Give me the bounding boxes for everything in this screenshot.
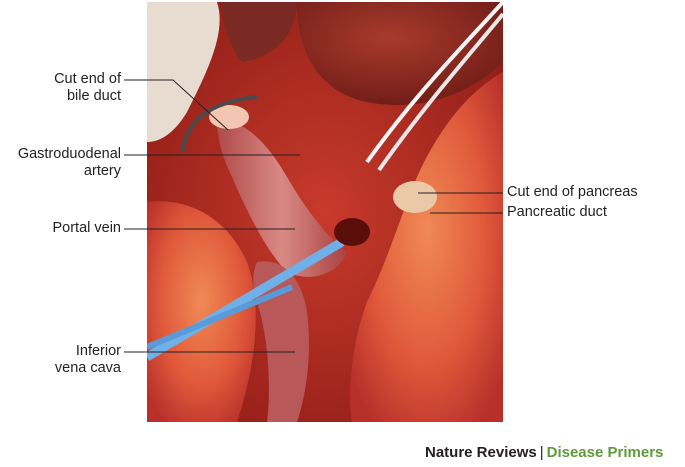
- liver-left-lobe: [222, 2, 297, 62]
- label-line: artery: [83, 163, 121, 179]
- white-catheter-2: [377, 12, 503, 172]
- label-line: bile duct: [66, 88, 121, 104]
- liver-region: [297, 2, 503, 106]
- label-cut-end-pancreas: Cut end of pancreas: [507, 184, 638, 200]
- label-pancreatic-duct: Pancreatic duct: [507, 204, 607, 220]
- label-line: vena cava: [54, 360, 121, 376]
- footer-separator: |: [539, 444, 544, 461]
- label-line: Inferior: [75, 343, 121, 359]
- vena-cava-shape: [253, 261, 309, 422]
- pancreas-region: [350, 72, 503, 422]
- label-cut-end-bile-duct: Cut end of bile duct: [0, 71, 121, 105]
- blue-vessel-loop-1: [147, 238, 345, 361]
- label-portal-vein: Portal vein: [0, 220, 121, 237]
- journal-name: Nature Reviews: [425, 444, 537, 461]
- surgical-photo: [147, 2, 503, 422]
- series-name: Disease Primers: [546, 444, 664, 461]
- pancreas-stump: [393, 181, 437, 213]
- portal-vein-shape: [217, 121, 347, 277]
- blue-vessel-loop-2: [147, 284, 294, 350]
- left-fat-region: [147, 201, 256, 422]
- label-line: Gastroduodenal: [17, 146, 121, 162]
- footer-credit: Nature Reviews|Disease Primers: [425, 444, 663, 461]
- surgical-photo-illustration: [147, 2, 503, 422]
- label-line: Cut end of: [54, 71, 121, 87]
- label-gastroduodenal-artery: Gastroduodenal artery: [0, 146, 121, 180]
- label-line: Portal vein: [52, 220, 121, 236]
- label-inferior-vena-cava: Inferior vena cava: [0, 343, 121, 377]
- shadow-cavity: [334, 218, 370, 246]
- white-catheter-1: [365, 2, 503, 164]
